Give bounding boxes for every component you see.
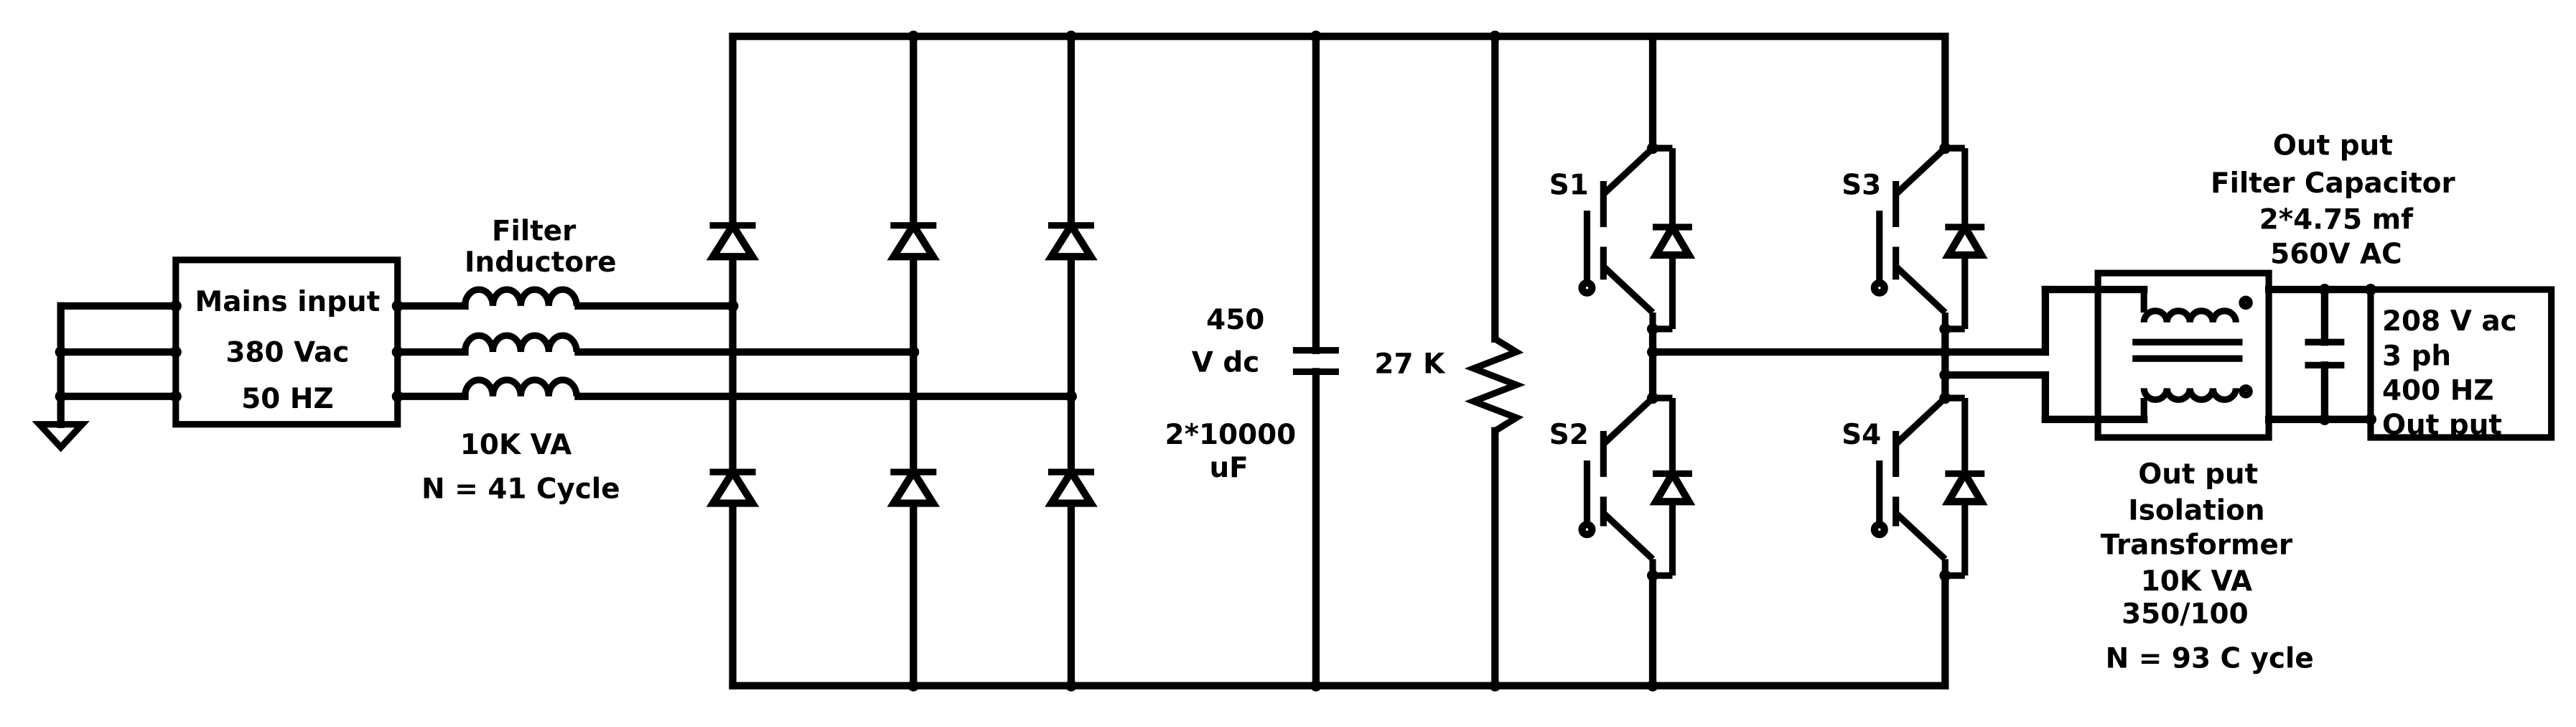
inductor-title-1: Filter <box>492 215 577 247</box>
output-voltage: 208 V ac <box>2382 305 2517 338</box>
output-frequency: 400 HZ <box>2382 374 2493 407</box>
igbt-s2 <box>1578 346 1696 582</box>
transformer-line-1: Out put <box>2138 458 2258 491</box>
filter-cap-line-1: Out put <box>2273 129 2393 162</box>
output-filter-capacitor <box>2264 284 2375 425</box>
diode-d3 <box>887 218 941 261</box>
switch-s1-label: S1 <box>1549 169 1589 201</box>
dc-bus-capacitor <box>1292 32 1339 690</box>
dc-capacitance-1: 2*10000 <box>1165 419 1297 451</box>
inductor-rating: 10K VA <box>460 429 571 461</box>
output-wiring <box>1941 285 2148 423</box>
mains-frequency: 50 HZ <box>241 383 333 415</box>
resistor-value: 27 K <box>1374 348 1446 381</box>
diode-d4 <box>887 465 941 507</box>
inductor-turns: N = 41 Cycle <box>421 473 620 506</box>
filter-inductors <box>462 286 580 397</box>
igbt-s1 <box>1578 142 1696 335</box>
transformer-line-2: Isolation <box>2128 494 2264 527</box>
transformer-line-3: Transformer <box>2101 529 2293 561</box>
rectifier-bridge <box>706 32 1098 690</box>
filter-cap-line-3: 2*4.75 mf <box>2259 203 2414 236</box>
filter-cap-line-4: 560V AC <box>2270 238 2402 270</box>
igbt-s4 <box>1870 346 1988 582</box>
bleed-resistor <box>1464 32 1526 690</box>
switch-s2-label: S2 <box>1549 419 1589 451</box>
diode-d5 <box>1045 218 1098 261</box>
phase-wires <box>393 302 1075 400</box>
dc-capacitance-2: uF <box>1209 452 1248 484</box>
mains-voltage: 380 Vac <box>225 337 349 369</box>
diode-d2 <box>706 465 760 507</box>
igbt-s3 <box>1870 142 1988 335</box>
inverter-leg-left <box>1648 32 1949 690</box>
mains-title: Mains input <box>195 286 381 318</box>
output-phase: 3 ph <box>2382 340 2451 372</box>
dc-voltage-2: V dc <box>1192 346 1260 379</box>
mains-input-box: Mains input 380 Vac 50 HZ <box>172 256 403 428</box>
filter-cap-line-2: Filter Capacitor <box>2211 167 2455 200</box>
transformer-line-5: 350/100 <box>2122 598 2249 631</box>
transformer-line-4: 10K VA <box>2141 565 2252 598</box>
switch-s3-label: S3 <box>1842 169 1881 201</box>
ground-symbol <box>32 302 179 453</box>
dc-voltage-1: 450 <box>1206 304 1264 336</box>
switch-s4-label: S4 <box>1842 419 1881 451</box>
dc-rails <box>729 32 1949 690</box>
diode-d1 <box>706 218 760 261</box>
output-box: 208 V ac 3 ph 400 HZ Out put <box>2364 284 2555 441</box>
diode-d6 <box>1045 465 1098 507</box>
rail-nodes <box>907 30 1659 692</box>
output-label: Out put <box>2382 409 2502 441</box>
transformer-turns: N = 93 C ycle <box>2106 642 2314 675</box>
isolation-transformer <box>2094 269 2272 441</box>
inductor-title-2: Inductore <box>465 246 617 279</box>
